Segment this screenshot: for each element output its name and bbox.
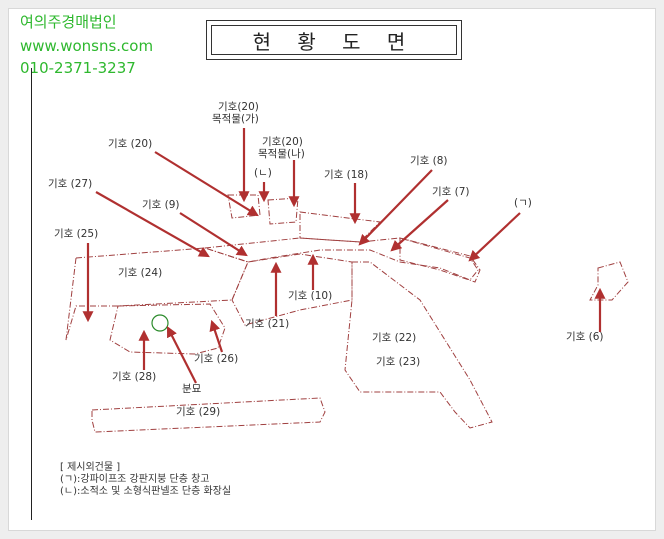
parcel-18-outline [299, 211, 382, 243]
arrow-lot27 [95, 191, 210, 258]
parcel-labels: 기호(20) 목적물(가) 기호(20) 목적물(나) 기호 (20) (ㄴ) … [48, 101, 604, 418]
brand-name: 여의주경매법인 [20, 13, 117, 31]
notes-line-giyeok: (ㄱ):강파이프조 강판지붕 단층 창고 [60, 474, 210, 485]
parcel-6-outline [589, 261, 629, 301]
brand-website[interactable]: www.wonsns.com [20, 37, 154, 55]
arrow-grave [167, 326, 197, 384]
label-lot20-na-sub: 목적물(나) [258, 148, 305, 160]
parcel-7-outline [399, 237, 481, 283]
arrow-lot26 [209, 319, 224, 353]
label-lot21: 기호 (21) [245, 318, 289, 330]
grave-marker-icon [151, 314, 169, 332]
parcel-29-outline [91, 397, 326, 433]
arrow-giyeok [468, 212, 521, 262]
arrow-lot7 [390, 199, 449, 252]
parcel-28-26-outline [109, 303, 226, 355]
label-lot27: 기호 (27) [48, 178, 92, 190]
arrow-lot20-diag [154, 151, 259, 217]
label-lot20-ga-sub: 목적물(가) [212, 113, 259, 125]
label-giyeok: (ㄱ) [514, 197, 532, 209]
label-lot10: 기호 (10) [288, 290, 332, 302]
parcel-24-25-outline [65, 247, 249, 341]
label-grave: 분묘 [182, 383, 202, 395]
label-lot25: 기호 (25) [54, 228, 98, 240]
leader-arrows [82, 128, 606, 384]
drawing-sheet [8, 8, 656, 531]
label-nieun: (ㄴ) [254, 167, 272, 179]
label-lot8: 기호 (8) [410, 155, 448, 167]
title-box: 현 황 도 면 [206, 20, 462, 60]
structure-na-outline [267, 197, 299, 225]
label-lot20-na: 기호(20) [262, 136, 303, 148]
arrow-lot9 [179, 212, 248, 257]
left-border-line [31, 68, 32, 520]
notes-line-nieun: (ㄴ):소적소 및 소형식판넬조 단층 화장실 [60, 486, 232, 497]
label-lot26: 기호 (26) [194, 353, 238, 365]
label-lot9: 기호 (9) [142, 199, 180, 211]
notes-heading: [ 제시외건물 ] [60, 462, 121, 473]
label-lot23: 기호 (23) [376, 356, 420, 368]
page-title: 현 황 도 면 [211, 25, 457, 55]
label-lot6: 기호 (6) [566, 331, 604, 343]
arrow-lot8 [358, 169, 433, 246]
label-lot24: 기호 (24) [118, 267, 162, 279]
brand-phone: 010-2371-3237 [20, 59, 136, 77]
parcel-central-outline [204, 237, 479, 281]
label-lot22: 기호 (22) [372, 332, 416, 344]
label-lot7: 기호 (7) [432, 186, 470, 198]
label-lot18: 기호 (18) [324, 169, 368, 181]
parcel-outlines [65, 194, 629, 433]
label-lot29: 기호 (29) [176, 406, 220, 418]
parcel-22-23-outline [344, 261, 493, 429]
label-lot20: 기호 (20) [108, 138, 152, 150]
label-lot28: 기호 (28) [112, 371, 156, 383]
label-lot20-ga: 기호(20) [218, 101, 259, 113]
